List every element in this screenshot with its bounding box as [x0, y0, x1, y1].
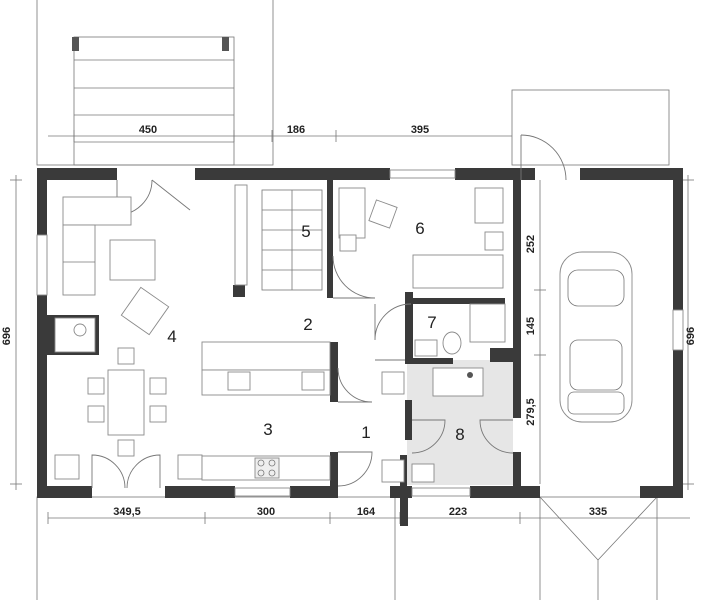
- dimension-lines: [10, 130, 694, 524]
- bathroom-fixtures: [381, 303, 506, 483]
- room-7-number: 7: [427, 313, 436, 332]
- room-6-number: 6: [415, 219, 424, 238]
- kitchen-furniture: [201, 341, 331, 481]
- terrace-top: [36, 0, 274, 166]
- room-3-number: 3: [263, 420, 272, 439]
- dim-garage-145: 145: [525, 317, 537, 335]
- staircase: [234, 184, 323, 291]
- dim-garage-279-5: 279,5: [525, 398, 537, 426]
- dim-bottom-223: 223: [449, 506, 467, 518]
- room-8-number: 8: [455, 425, 464, 444]
- room-5-number: 5: [301, 222, 310, 241]
- dim-bottom-335: 335: [589, 506, 607, 518]
- dim-bottom-300: 300: [257, 506, 275, 518]
- doors: [91, 134, 567, 489]
- dim-garage-252: 252: [525, 235, 537, 253]
- living-room-furniture: [54, 196, 203, 480]
- garage-canopy-top: [511, 89, 670, 166]
- car: [559, 251, 633, 423]
- dim-right-696: 696: [685, 327, 697, 345]
- dim-bottom-164: 164: [357, 506, 376, 518]
- room-2-number: 2: [303, 315, 312, 334]
- windows: [36, 169, 684, 497]
- dim-top-395: 395: [411, 124, 429, 136]
- dim-bottom-349-5: 349,5: [113, 506, 141, 518]
- room-1-number: 1: [361, 423, 370, 442]
- room-4-number: 4: [167, 327, 176, 346]
- bedroom-furniture: [338, 187, 504, 289]
- dim-left-696: 696: [1, 327, 13, 345]
- dim-top-450: 450: [139, 124, 157, 136]
- dim-top-186: 186: [287, 124, 305, 136]
